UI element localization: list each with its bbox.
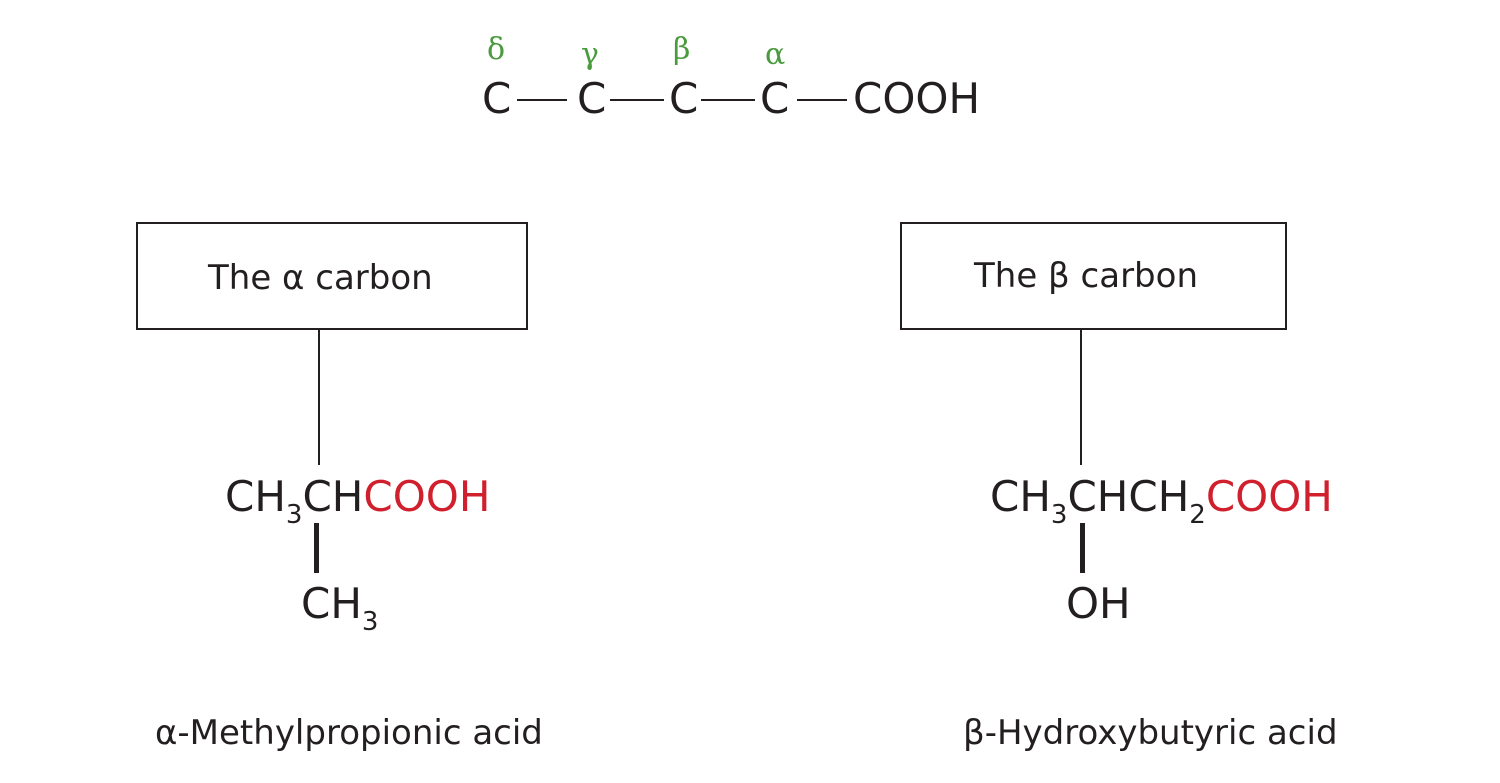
carbon-delta: C xyxy=(482,74,512,123)
alpha-carbon-box: The α carbon xyxy=(136,222,528,330)
pointer-line xyxy=(1080,330,1082,465)
formula-ch: CH xyxy=(990,472,1051,521)
pointer-line xyxy=(318,330,320,465)
alpha-label: α xyxy=(765,37,786,72)
carboxyl-group: COOH xyxy=(1205,472,1333,521)
carbon-gamma: C xyxy=(577,74,607,123)
methyl-branch: CH3 xyxy=(301,583,378,636)
bond xyxy=(610,99,664,101)
carboxyl-group: COOH xyxy=(363,472,491,521)
branch-bond xyxy=(314,523,319,573)
formula-subscript: 3 xyxy=(1050,500,1068,530)
bond xyxy=(701,99,755,101)
formula-ch: CH xyxy=(225,472,286,521)
beta-formula: CH3CHCH2COOH xyxy=(990,476,1333,529)
formula-subscript: 2 xyxy=(1189,500,1206,530)
alpha-caption: α-Methylpropionic acid xyxy=(155,713,543,753)
beta-caption: β-Hydroxybutyric acid xyxy=(963,713,1338,753)
branch-bond xyxy=(1080,523,1085,573)
beta-carbon-box: The β carbon xyxy=(900,222,1287,330)
alpha-carbon-box-label: The α carbon xyxy=(208,258,433,298)
hydroxyl-branch: OH xyxy=(1066,579,1131,628)
formula-ch: CH xyxy=(302,472,364,521)
carbon-alpha: C xyxy=(760,74,790,123)
gamma-label: γ xyxy=(581,37,599,72)
beta-label: β xyxy=(673,32,691,67)
alpha-formula: CH3CHCOOH xyxy=(225,476,490,529)
formula-subscript: 3 xyxy=(285,500,303,530)
bond xyxy=(797,99,847,101)
formula-subscript: 3 xyxy=(361,607,379,637)
delta-label: δ xyxy=(487,32,506,67)
bond xyxy=(517,99,567,101)
formula-chch: CHCH xyxy=(1067,472,1190,521)
formula-ch: CH xyxy=(301,579,362,628)
beta-carbon-box-label: The β carbon xyxy=(974,256,1198,296)
carbon-beta: C xyxy=(669,74,699,123)
carboxyl-group: COOH xyxy=(853,74,981,123)
